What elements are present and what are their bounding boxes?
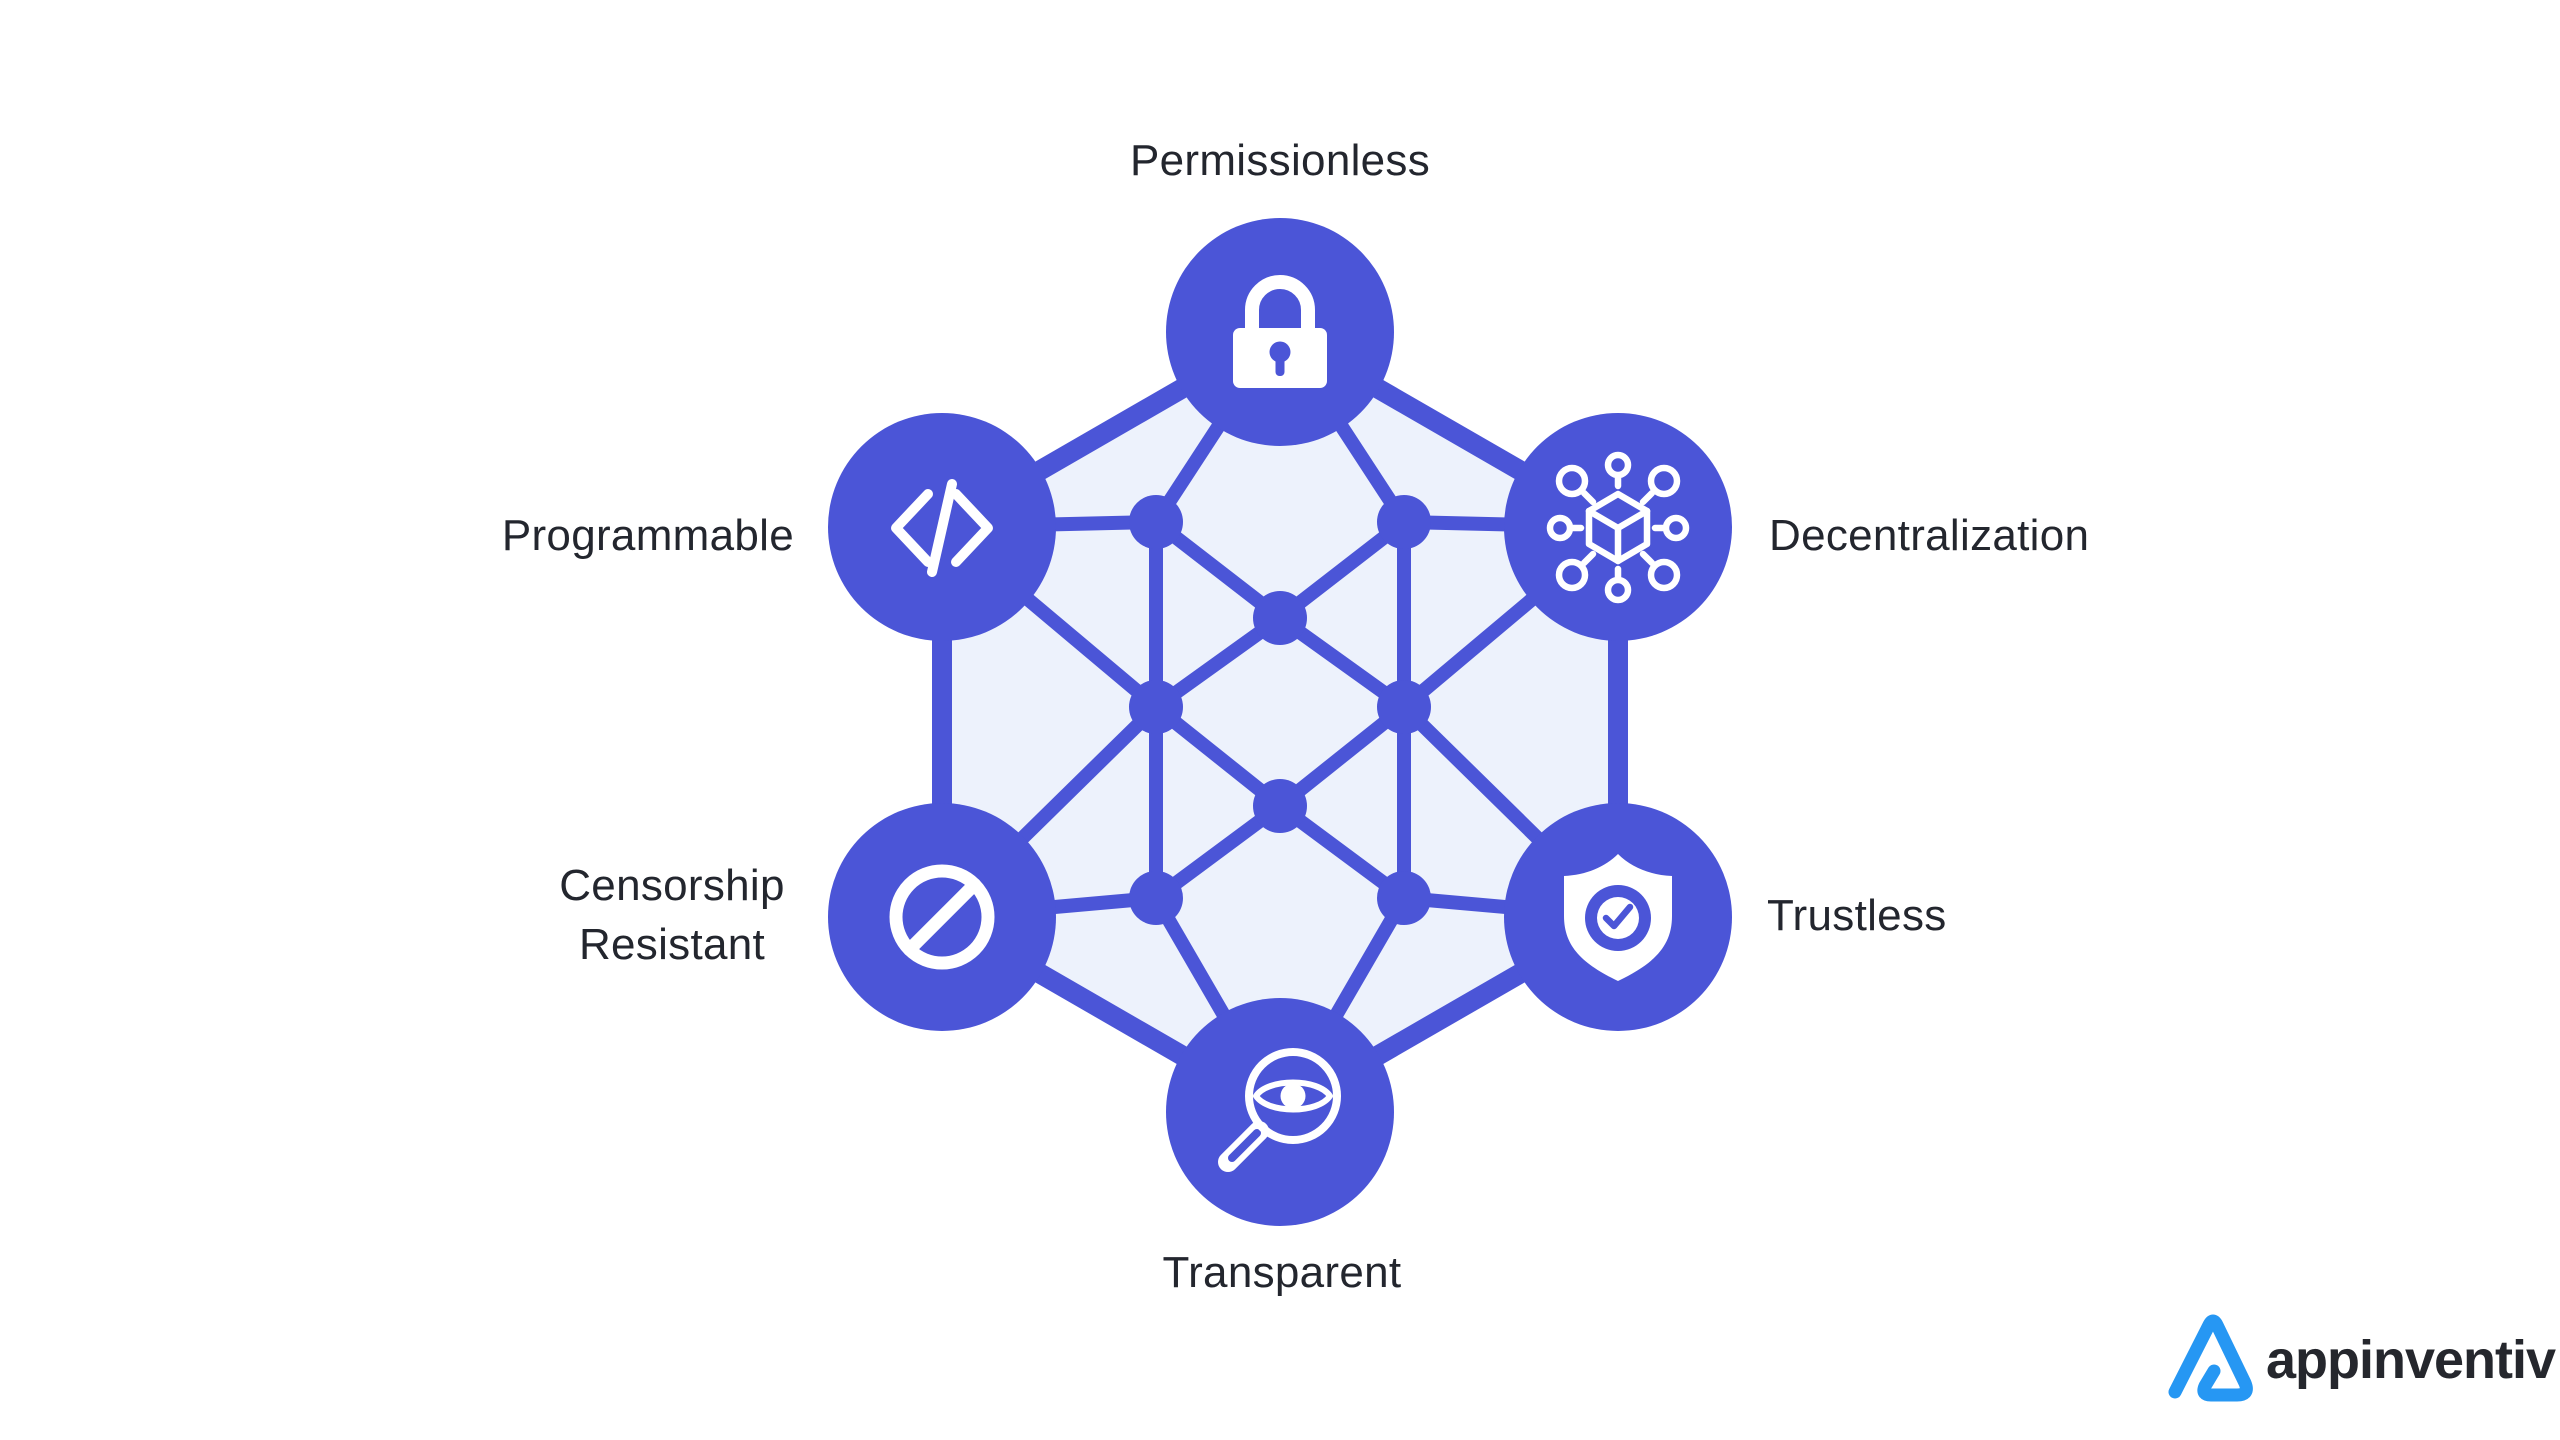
appinventiv-mark-icon (2168, 1314, 2253, 1402)
appinventiv-wordmark: appinventiv (2266, 1330, 2556, 1390)
transparent-label: Transparent (1162, 1248, 1402, 1297)
hexagon-fill (942, 332, 1618, 1112)
code-icon (891, 479, 993, 577)
censorship-label-line2: Resistant (578, 920, 766, 969)
magnifier-eye-icon (1218, 1048, 1341, 1172)
transparent-node (1166, 998, 1394, 1226)
permissionless-label: Permissionless (1129, 136, 1431, 185)
decentralization-label: Decentralization (1769, 511, 2090, 560)
appinventiv-logo: appinventiv (2166, 1306, 2556, 1410)
network-cube-icon (1546, 451, 1690, 604)
trustless-label: Trustless (1767, 891, 1947, 940)
censorship-label-line1: Censorship (559, 861, 785, 910)
shield-check-icon (1564, 854, 1672, 981)
lock-icon (1233, 275, 1327, 388)
censorship-resistant-label: Censorship Resistant (559, 856, 785, 974)
network-junction-nodes (1129, 495, 1431, 925)
programmable-label: Programmable (501, 511, 794, 560)
prohibited-icon (889, 864, 995, 970)
